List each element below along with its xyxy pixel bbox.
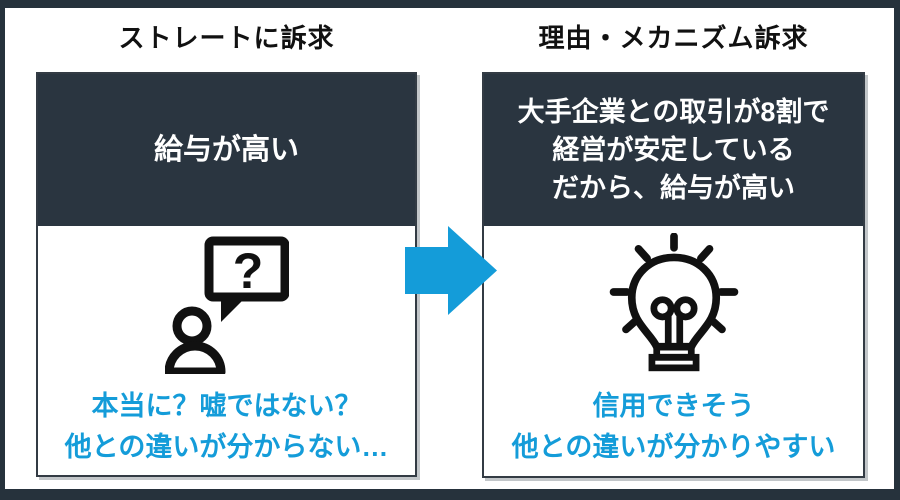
left-reaction-line-2: 他との違いが分からない… (64, 432, 389, 462)
left-panel: 給与が高い ? 本当に？嘘ではない？ 他との違いが分からない… (36, 72, 417, 477)
left-column-title: ストレートに訴求 (118, 23, 335, 53)
left-claim-header: 給与が高い (38, 74, 415, 226)
left-panel-body: ? 本当に？嘘ではない？ 他との違いが分からない… (38, 226, 415, 475)
right-reaction-line-2: 他との違いが分かりやすい (511, 432, 836, 462)
right-column-title: 理由・メカニズム訴求 (538, 23, 809, 53)
right-reaction-line-1: 信用できそう (592, 391, 755, 421)
right-reaction-text: 信用できそう 他との違いが分かりやすい (512, 386, 836, 468)
transition-arrow (405, 226, 497, 315)
right-icon-box (602, 233, 746, 374)
right-claim-line-1: 大手企業との取引が8割で (517, 97, 830, 127)
left-reaction-text: 本当に？嘘ではない？ 他との違いが分からない… (65, 386, 389, 468)
speech-bubble-tail (220, 294, 249, 322)
left-icon-box: ? (164, 234, 289, 374)
right-panel-body: 信用できそう 他との違いが分かりやすい (484, 226, 863, 476)
right-panel: 大手企業との取引が8割で 経営が安定している だから、給与が高い (482, 72, 865, 478)
question-speech-person-icon: ? (164, 236, 289, 374)
lightbulb-icon (609, 233, 738, 372)
left-reaction-line-1: 本当に？嘘ではない？ (91, 391, 362, 421)
right-arrow-icon (405, 226, 497, 315)
right-claim-line-3: だから、給与が高い (552, 173, 795, 203)
question-mark-glyph: ? (232, 243, 263, 299)
right-claim-header: 大手企業との取引が8割で 経営が安定している だから、給与が高い (484, 74, 863, 226)
right-claim-line-2: 経営が安定している (552, 135, 795, 165)
left-claim-text: 給与が高い (153, 133, 299, 166)
